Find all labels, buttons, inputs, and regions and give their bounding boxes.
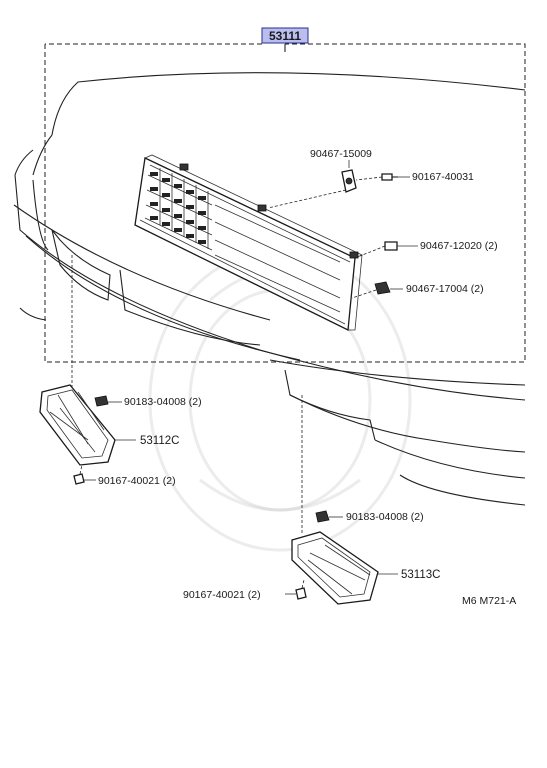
callout-labels: 90467-15009 90167-40031 90467-12020 (2) … (98, 148, 498, 601)
callout-90467-12020: 90467-12020 (2) (420, 240, 498, 252)
callout-53112C: 53112C (140, 435, 179, 447)
title-part-number: 53111 (269, 29, 301, 43)
left-vent-screw (73, 464, 96, 485)
left-vent-nut (94, 395, 122, 407)
callout-90183-04008-left: 90183-04008 (2) (124, 396, 202, 408)
callout-90167-40021-left: 90167-40021 (2) (98, 475, 176, 487)
fastener-clip-upper (341, 169, 357, 193)
callout-90183-04008-right: 90183-04008 (2) (346, 511, 424, 523)
diagram-code: M6 M721-A (462, 595, 516, 607)
clip-mid (384, 241, 398, 251)
left-vent-grille (39, 255, 136, 466)
title-part-label: 53111 (261, 27, 309, 44)
right-vent-screw (285, 579, 307, 600)
callout-90167-40021-right: 90167-40021 (2) (183, 589, 261, 601)
callout-90167-40031: 90167-40031 (412, 171, 474, 183)
grille-slats (144, 168, 341, 313)
right-vent-nut (315, 510, 343, 523)
callout-53113C: 53113C (401, 569, 440, 581)
assembly-boundary (44, 43, 526, 363)
clip-lower (374, 281, 391, 295)
radiator-grille (134, 154, 363, 331)
car-body-outline (13, 72, 526, 506)
leader-lines-upper (267, 160, 418, 299)
right-vent-grille (291, 395, 398, 605)
callout-90467-17004: 90467-17004 (2) (406, 283, 484, 295)
screw-upper (381, 173, 398, 181)
callout-90467-15009: 90467-15009 (310, 148, 372, 160)
